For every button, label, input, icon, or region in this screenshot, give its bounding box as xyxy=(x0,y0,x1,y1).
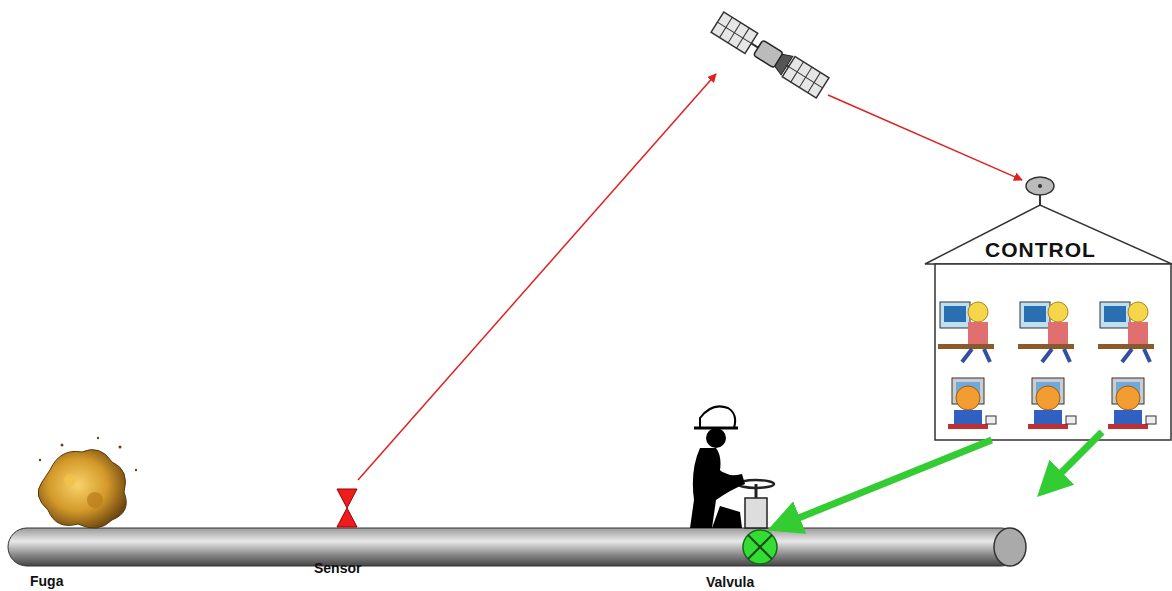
operator-icon xyxy=(1116,386,1140,410)
operator-icon xyxy=(984,349,990,362)
operator-icon xyxy=(1122,349,1132,362)
operator-icon xyxy=(968,302,988,322)
satellite xyxy=(711,12,829,98)
operator-icon xyxy=(1128,322,1148,344)
control-building xyxy=(925,177,1172,440)
sensor-symbol xyxy=(337,489,357,527)
diagram-node: Fuga xyxy=(20,445,130,591)
operator-icon xyxy=(962,349,972,362)
operator-icon xyxy=(1020,302,1050,328)
operator-icon xyxy=(948,424,988,429)
node-label: Sensor xyxy=(314,560,361,576)
operator-icon xyxy=(944,306,966,322)
operator-icon xyxy=(1108,424,1148,429)
operator-icon xyxy=(956,386,980,410)
operator-icon xyxy=(1098,344,1154,349)
operator-icon xyxy=(986,416,996,424)
operator-icon xyxy=(1146,416,1156,424)
worker-silhouette xyxy=(690,406,745,528)
pipeline xyxy=(8,528,1026,566)
operator-icon xyxy=(1128,302,1148,322)
operator-icon xyxy=(1028,424,1068,429)
operator-icon xyxy=(1064,349,1070,362)
node-label: CONTROL xyxy=(985,238,1096,262)
operator-icon xyxy=(1024,306,1046,322)
operator-icon xyxy=(954,410,982,424)
operator-icon xyxy=(968,322,988,344)
operator-icon xyxy=(1066,416,1076,424)
operator-icon xyxy=(1048,322,1068,344)
operator-icon xyxy=(1036,386,1060,410)
leak-explosion xyxy=(38,437,137,528)
operator-icon xyxy=(940,302,970,328)
operator-icon xyxy=(1034,410,1062,424)
diagram-node: CONTROL xyxy=(925,200,1172,440)
command-arrow xyxy=(1042,432,1102,492)
signal-arrow xyxy=(828,95,1022,180)
node-label: Fuga xyxy=(30,573,63,589)
valve-symbol xyxy=(738,480,777,564)
diagram-node: Valvula xyxy=(700,528,790,590)
operator-icon xyxy=(1042,349,1052,362)
operator-icon xyxy=(1144,349,1150,362)
operator-icon xyxy=(1104,306,1126,322)
command-arrow xyxy=(774,440,992,528)
operator-icon xyxy=(1018,344,1074,349)
signal-arrow xyxy=(358,74,716,480)
operator-icon xyxy=(1048,302,1068,322)
operator-icon xyxy=(1100,302,1130,328)
operator-icon xyxy=(1114,410,1142,424)
diagram-node: Sensor xyxy=(310,486,384,581)
operator-icon xyxy=(938,344,994,349)
node-label: Valvula xyxy=(706,574,754,590)
